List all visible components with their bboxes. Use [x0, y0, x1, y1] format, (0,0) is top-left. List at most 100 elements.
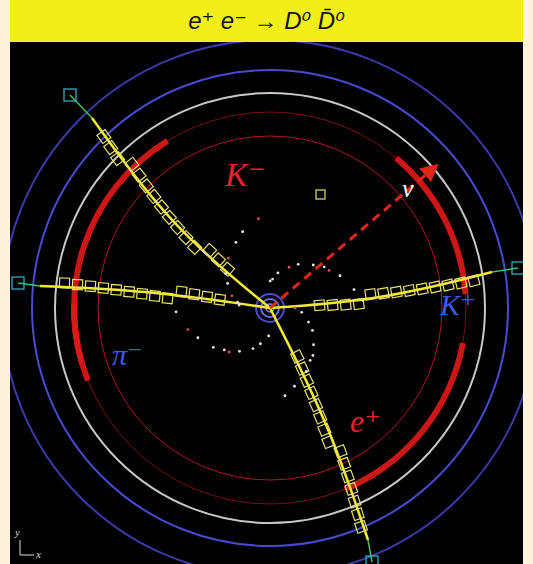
hit-box	[59, 278, 69, 288]
hit-box	[162, 210, 176, 224]
noise-hit	[175, 310, 178, 313]
calorimeter-hit	[394, 156, 468, 295]
hit-box	[149, 290, 160, 301]
noise-hit	[284, 394, 287, 397]
noise-hit	[300, 311, 303, 314]
hit-box	[111, 152, 125, 166]
track-extension	[492, 268, 518, 272]
hit-box	[137, 288, 148, 299]
noise-hit	[252, 347, 255, 350]
hit-box	[305, 386, 318, 399]
noise-hit	[228, 351, 231, 354]
noise-hit	[311, 329, 314, 332]
noise-hit	[312, 354, 315, 357]
hit-box	[351, 508, 364, 521]
outer-ring	[10, 42, 523, 564]
charged-track	[92, 118, 270, 308]
calorimeter-hit	[71, 304, 84, 363]
hit-box	[98, 283, 109, 294]
noise-hit	[267, 335, 270, 338]
noise-hit	[323, 266, 326, 269]
noise-hit	[236, 301, 239, 304]
particle-label: e⁺	[350, 405, 381, 437]
hit-box	[345, 483, 358, 496]
muon-hit	[64, 89, 76, 101]
hit-box	[318, 423, 331, 436]
hit-box	[111, 284, 122, 295]
noise-hit	[227, 257, 230, 260]
hit-box	[179, 230, 193, 244]
hit-box	[176, 286, 187, 297]
noise-hit	[305, 370, 308, 373]
hit-box	[72, 279, 82, 289]
particle-label: ν	[402, 176, 414, 202]
hit-box	[378, 288, 390, 300]
hit-box	[124, 286, 135, 297]
noise-hit	[231, 294, 234, 297]
hit-box	[104, 141, 118, 155]
hit-box	[295, 362, 308, 375]
particle-label: K⁻	[225, 158, 266, 192]
noise-hit	[293, 385, 296, 388]
noise-hit	[186, 328, 189, 331]
panel	[10, 42, 523, 564]
particle-label: π⁻	[112, 340, 143, 370]
hit-box	[309, 399, 322, 412]
hit-box	[391, 286, 403, 298]
hit-box	[97, 130, 111, 144]
hit-box	[365, 289, 376, 300]
noise-hit	[277, 271, 280, 274]
noise-hit	[238, 350, 241, 353]
hit-box	[147, 189, 161, 203]
noise-hit	[235, 241, 238, 244]
hit-box	[211, 253, 225, 267]
noise-hit	[309, 359, 312, 362]
noise-hit	[238, 304, 241, 307]
hit-box	[162, 293, 173, 304]
magnet-ring	[55, 93, 485, 523]
hit-box	[189, 289, 200, 300]
noise-hit	[361, 299, 364, 302]
hit-box	[202, 243, 216, 257]
hit-box	[355, 520, 368, 533]
hit-box	[125, 157, 139, 171]
noise-hit	[312, 343, 315, 346]
hit-box	[455, 277, 467, 289]
noise-hit	[297, 263, 300, 266]
muon-hit	[366, 556, 378, 564]
hit-box	[201, 291, 212, 302]
noise-hit	[307, 321, 310, 324]
title-bar: e⁺ e⁻ → D⁰ D̄⁰	[10, 0, 523, 42]
calorimeter-hit	[344, 342, 466, 492]
hit-box	[170, 220, 184, 234]
noise-hit	[269, 280, 272, 283]
noise-hit	[328, 269, 331, 272]
track-extension	[18, 283, 40, 286]
title: e⁺ e⁻ → D⁰ D̄⁰	[188, 7, 345, 35]
hit-box	[340, 299, 351, 310]
hit-box	[468, 275, 480, 287]
noise-hit	[259, 342, 262, 345]
noise-hit	[226, 282, 229, 285]
hit-box	[314, 411, 327, 424]
hit-box	[416, 283, 428, 295]
hit-box	[220, 262, 234, 276]
track-extension	[70, 95, 92, 118]
hit-box	[353, 298, 364, 309]
noise-hit	[353, 288, 356, 291]
axis-label: y	[15, 527, 20, 538]
hit-box	[300, 374, 313, 387]
hit-box	[403, 285, 415, 297]
noise-hit	[241, 230, 244, 233]
muon-hit	[12, 277, 24, 289]
calorimeter-hit	[71, 138, 169, 381]
hit-box	[341, 470, 354, 483]
muon-ring	[32, 70, 508, 546]
noise-hit	[257, 217, 260, 220]
hit-box	[327, 300, 338, 311]
hit-box	[334, 445, 347, 458]
noise-hit	[224, 272, 227, 275]
noise-hit	[288, 266, 291, 269]
track-extension	[368, 540, 372, 562]
hit-box	[139, 179, 153, 193]
